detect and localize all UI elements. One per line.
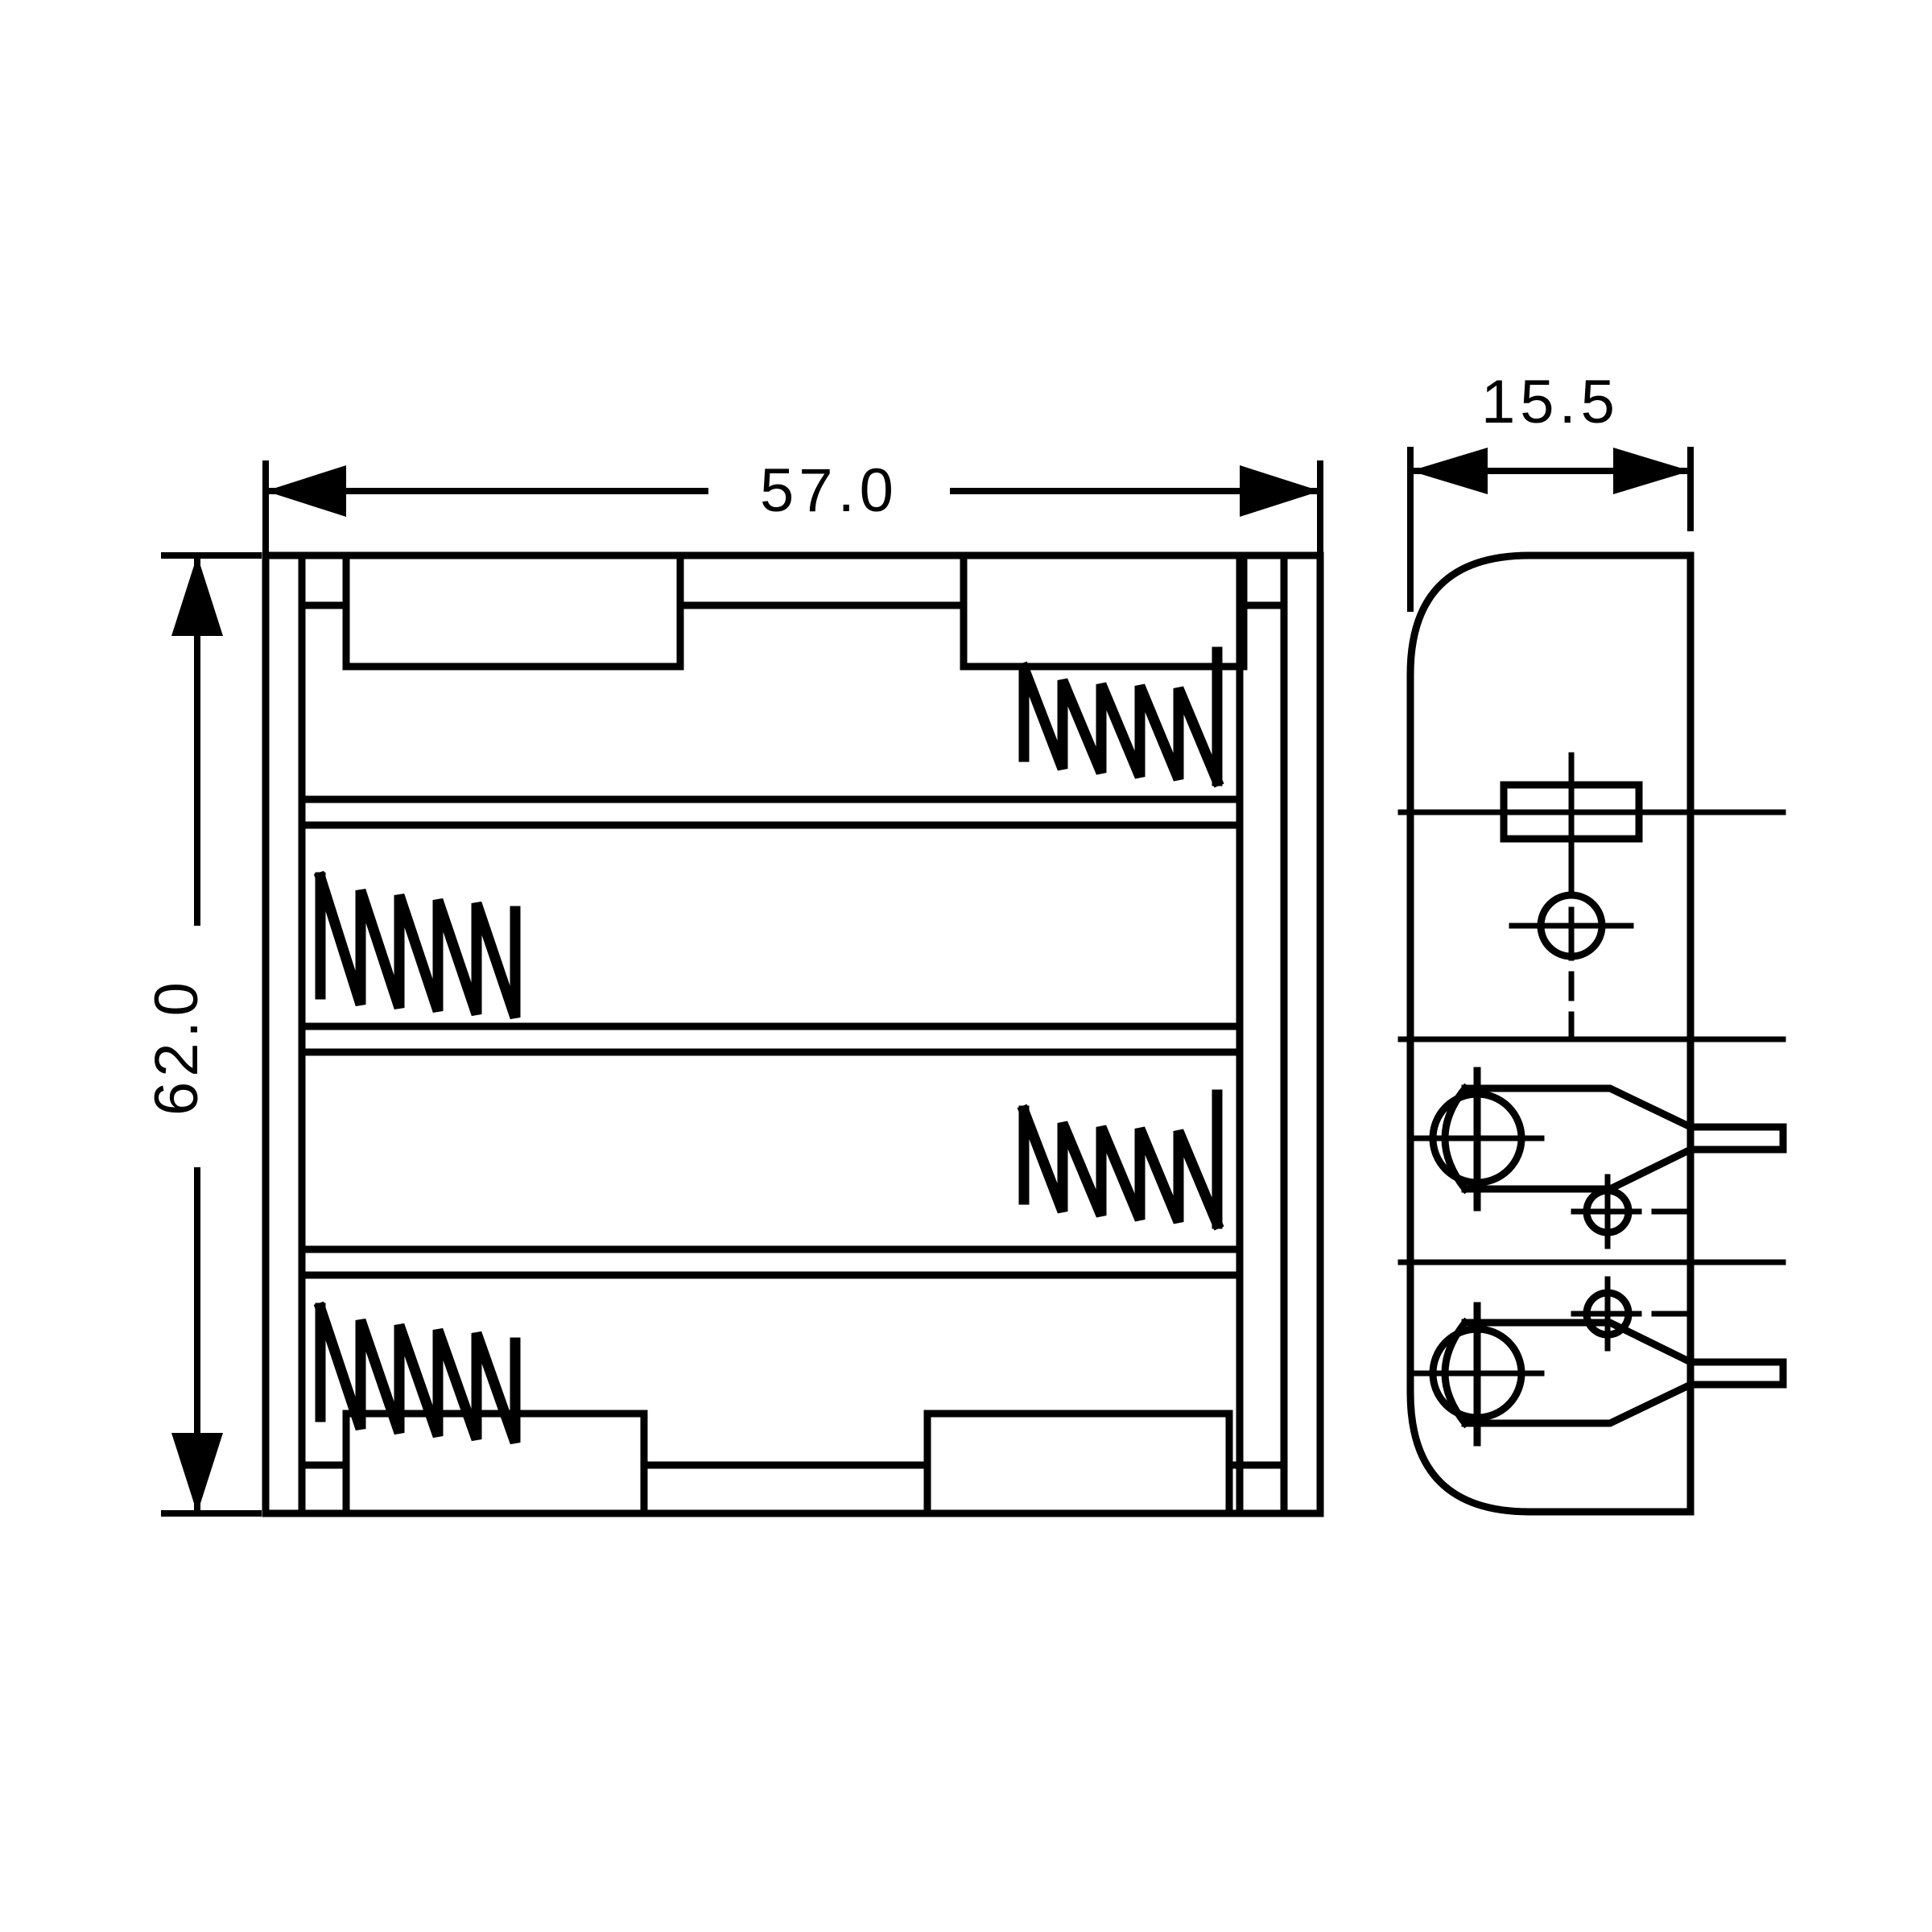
height-arrow-bottom bbox=[171, 1433, 223, 1513]
width-arrow-left bbox=[266, 465, 346, 517]
cell-divider-2 bbox=[298, 1022, 1244, 1056]
mid-rivet-lower bbox=[1571, 1276, 1694, 1352]
front-view bbox=[262, 551, 1324, 1517]
spring-cell-3 bbox=[1017, 1089, 1224, 1231]
bottom-right-contact-plate bbox=[923, 1410, 1288, 1517]
depth-dimension: 15.5 bbox=[1407, 368, 1694, 612]
mid-rivet-upper bbox=[1571, 1174, 1694, 1249]
depth-arrow-right bbox=[1613, 448, 1690, 494]
height-dimension-label: 62.0 bbox=[142, 977, 211, 1116]
cell-divider-1 bbox=[298, 795, 1244, 829]
width-dimension: 57.0 bbox=[262, 441, 1323, 554]
height-dimension: 62.0 bbox=[142, 552, 262, 1517]
width-arrow-right bbox=[1240, 465, 1320, 517]
spring-cell-2 bbox=[313, 870, 521, 1020]
top-right-contact-plate bbox=[960, 551, 1288, 671]
depth-dimension-label: 15.5 bbox=[1481, 368, 1620, 436]
top-left-contact-plate bbox=[298, 551, 684, 671]
width-dimension-label: 57.0 bbox=[760, 456, 898, 525]
height-arrow-top bbox=[171, 555, 223, 636]
upper-contact-assembly bbox=[1410, 1067, 1787, 1212]
spring-cell-4 bbox=[313, 1301, 521, 1445]
side-body-outline bbox=[1406, 551, 1695, 1516]
upper-rivet bbox=[1509, 891, 1634, 960]
front-outer-body bbox=[262, 551, 1324, 1517]
side-view bbox=[1397, 551, 1787, 1516]
cell-divider-3 bbox=[298, 1245, 1244, 1279]
lower-contact-assembly bbox=[1410, 1302, 1787, 1447]
spring-cell-1 bbox=[1017, 646, 1224, 788]
depth-arrow-left bbox=[1410, 448, 1488, 494]
